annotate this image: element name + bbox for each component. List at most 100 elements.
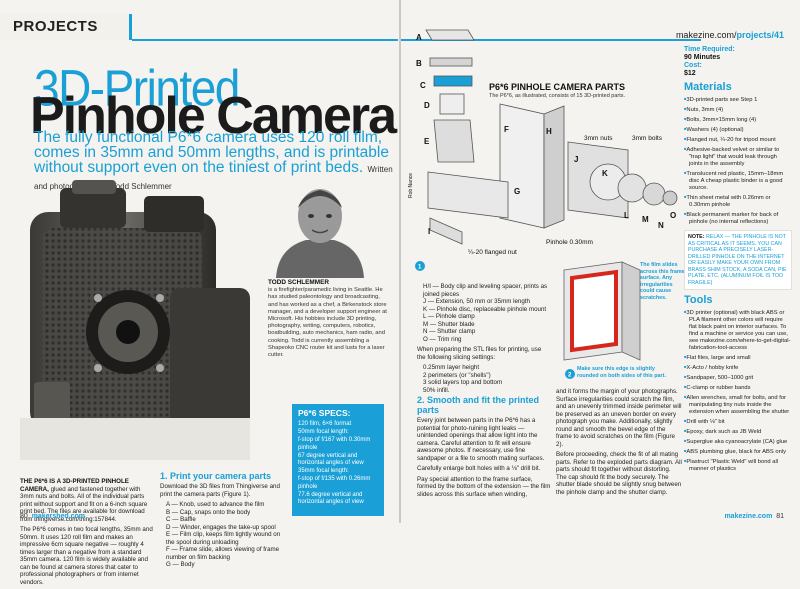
material-item: Nuts, 3mm (4)	[684, 105, 792, 114]
parts-continued-column: H/I — Body clip and leveling spacer, pri…	[417, 283, 551, 501]
fig2-callout-1: The film slides across this frame surfac…	[640, 262, 685, 301]
step1-column: 1. Print your camera parts Download the …	[160, 470, 286, 569]
step1-heading: 1. Print your camera parts	[160, 471, 272, 481]
spec-item: f-stop of f/167 with 0.30mm pinhole	[298, 437, 371, 451]
part-item: L — Pinhole clamp	[423, 313, 475, 320]
article-url[interactable]: makezine.com/projects/41	[676, 30, 784, 40]
part-item: G — Body	[166, 561, 195, 568]
specs-box: P6*6 SPECS: 120 film, 6×6 format 50mm fo…	[292, 404, 384, 516]
part-item: N — Shutter clamp	[423, 328, 476, 335]
part-item: D — Winder, engages the take-up spool	[166, 523, 276, 531]
setting-item: 3 solid layers top and bottom	[423, 379, 503, 386]
step2-p2: Carefully enlarge bolt holes with a ⅛" d…	[417, 465, 541, 472]
camera-photo	[20, 180, 250, 460]
material-item: Translucent red plastic, 15mm–18mm disc …	[684, 169, 792, 192]
part-item: J — Extension, 50 mm or 35mm length	[423, 298, 530, 305]
material-item: Bolts, 3mm×15mm long (4)	[684, 115, 792, 124]
tools-list: 3D printer (optional) with black ABS or …	[684, 308, 792, 473]
diagram-letter: H	[546, 127, 552, 136]
tool-item: Sandpaper, 500–1000 grit	[684, 373, 792, 382]
nuts-label: 3mm nuts	[584, 135, 613, 142]
part-item: F — Frame slide, allows viewing of frame…	[166, 546, 280, 561]
part-item: E — Film clip, keeps film tightly wound …	[166, 531, 281, 546]
cost-value: $12	[684, 70, 696, 77]
fig2-callout-2: Make sure this edge is slightly rounded …	[577, 366, 666, 379]
url-prefix: makezine.com/	[675, 30, 737, 40]
intro-p2: The P6*6 comes in two focal lengths, 35m…	[20, 526, 153, 586]
part-item: B — Cap, snaps onto the body	[166, 508, 251, 516]
setting-item: 2 perimeters (or "shells")	[423, 371, 491, 379]
step2-p1: Every joint between parts in the P6*6 ha…	[417, 417, 545, 462]
right-footer-site: makezine.com	[724, 513, 773, 520]
time-label: Time Required:	[684, 46, 735, 53]
diagram-letter: M	[642, 215, 649, 224]
tool-item: Epoxy, dark such as JB Weld	[684, 427, 792, 436]
diagram-subtitle: The P6*6, as illustrated, consists of 15…	[489, 93, 626, 99]
spec-item: 77.6 degree vertical and horizontal angl…	[298, 491, 364, 506]
part-item: H/I — Body clip and leveling spacer, pri…	[423, 283, 548, 298]
intro-column: THE P6*6 IS A 3D-PRINTED PINHOLE CAMERA,…	[20, 478, 154, 589]
diagram-letter: L	[624, 211, 629, 220]
step2-continued-column: and it forms the margin of your photogra…	[556, 388, 682, 499]
note-text: RELAX — THE PINHOLE IS NOT AS CRITICAL A…	[688, 234, 787, 286]
material-item: Flanged nut, ¼-20 for tripod mount	[684, 135, 792, 144]
page-gutter	[399, 0, 401, 523]
right-page-number: 81	[776, 513, 784, 520]
setting-item: 50% infill.	[423, 386, 450, 394]
magazine-spread: PROJECTS makezine.com/projects/41 3D-Pri…	[0, 0, 800, 523]
step2-p3: Pay special attention to the frame surfa…	[417, 475, 551, 498]
author-portrait	[258, 178, 382, 278]
specs-title: P6*6 SPECS:	[298, 408, 351, 418]
settings-list: 0.25mm layer height 2 perimeters (or "sh…	[417, 364, 551, 394]
tools-heading: Tools	[684, 294, 713, 306]
figure-1-badge: 1	[418, 265, 422, 271]
diagram-letter: F	[504, 125, 509, 134]
tool-item: Flat files, large and small	[684, 353, 792, 362]
spec-item: 35mm focal length:	[298, 468, 349, 475]
diagram-letter: C	[420, 81, 426, 90]
illustrator-credit: Rob Nance	[408, 173, 414, 198]
spec-item: 50mm focal length:	[298, 429, 349, 436]
diagram-letter: D	[424, 101, 430, 110]
header-rule-left	[132, 39, 398, 41]
step1-text: Download the 3D files from Thingiverse a…	[160, 483, 280, 498]
author-bio-text: is a firefighter/paramedic living in Sea…	[268, 287, 387, 359]
materials-heading: Materials	[684, 81, 732, 93]
note-box: NOTE: RELAX — THE PINHOLE IS NOT AS CRIT…	[684, 230, 792, 290]
setting-item: 0.25mm layer height	[423, 364, 480, 371]
bolts-label: 3mm bolts	[632, 135, 663, 142]
material-item: Black permanent marker for back of pinho…	[684, 210, 792, 226]
spec-item: 120 film, 6×6 format	[298, 421, 352, 427]
left-footer-site: makershed.com	[31, 513, 85, 520]
tool-item: Plastruct "Plastic Weld" will bond all m…	[684, 457, 792, 473]
time-cost-box: Time Required: 90 Minutes Cost: $12	[684, 46, 792, 78]
step2-p5: Before proceeding, check the fit of all …	[556, 451, 682, 496]
part-item: C — Baffle	[166, 516, 196, 523]
diagram-letter: I	[428, 227, 430, 236]
tool-item: Allen wrenches, small for bolts, and for…	[684, 393, 792, 416]
figure-2-illustration: 2	[563, 261, 641, 379]
diagram-letter: N	[658, 221, 664, 230]
intro-lead: THE P6*6 IS A 3D-PRINTED PINHOLE CAMERA,	[20, 478, 129, 493]
tool-item: ABS plumbing glue, black for ABS only	[684, 447, 792, 456]
section-label: PROJECTS	[13, 18, 98, 35]
note-label: NOTE:	[688, 234, 705, 240]
flanged-nut-label: ¼-20 flanged nut	[468, 249, 517, 256]
parts-list-2: H/I — Body clip and leveling spacer, pri…	[417, 283, 551, 343]
step1-parts-list: A — Knob, used to advance the film B — C…	[160, 501, 286, 569]
diagram-letter: A	[416, 33, 422, 42]
sidebar: Time Required: 90 Minutes Cost: $12 Mate…	[684, 46, 792, 474]
tool-item: C-clamp or rubber bands	[684, 383, 792, 392]
header-rule-right	[401, 39, 701, 41]
diagram-letter: B	[416, 59, 422, 68]
pinhole-label: Pinhole 0.30mm	[546, 239, 593, 246]
diagram-title: P6*6 PINHOLE CAMERA PARTS	[489, 82, 626, 92]
part-item: K — Pinhole disc, replaceable pinhole mo…	[423, 305, 547, 313]
diagram-letter: K	[602, 169, 608, 178]
part-item: A — Knob, used to advance the film	[166, 501, 265, 508]
intro-p1: glued and fastened together with 3mm nut…	[20, 485, 148, 523]
part-item: O — Trim ring	[423, 335, 462, 343]
exploded-parts-diagram: A B C D E F G H I J K L M N O 3mm nuts 3…	[408, 29, 678, 271]
diagram-letter: G	[514, 187, 520, 196]
